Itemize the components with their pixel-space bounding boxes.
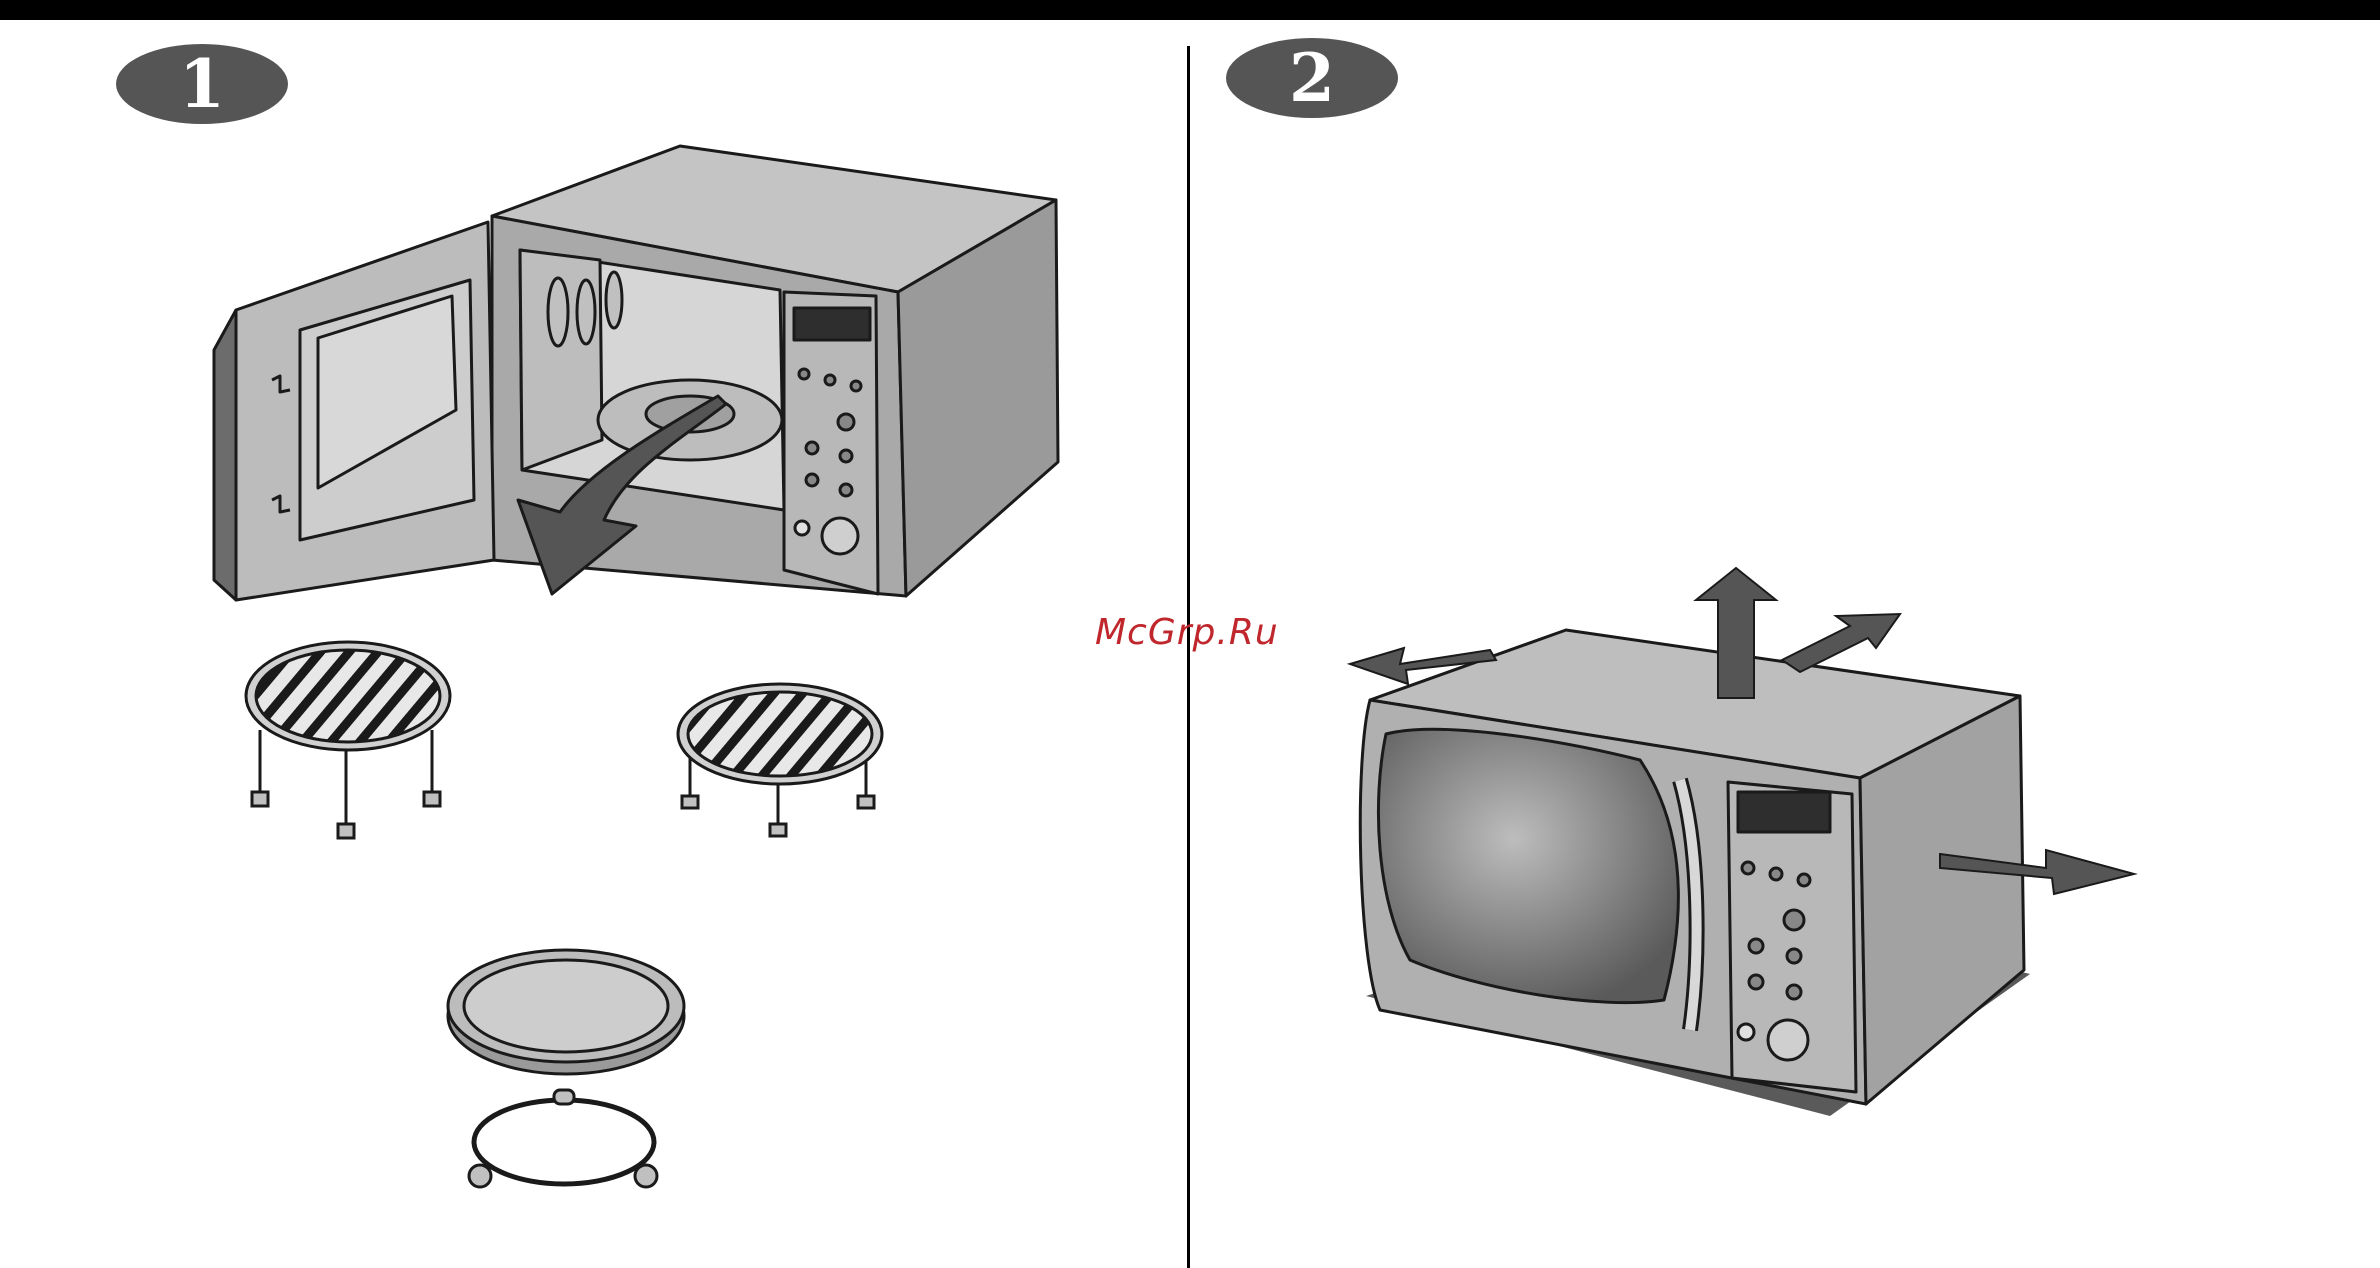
- roller-ring-illustration: [469, 1090, 657, 1187]
- watermark-text: McGrp.Ru: [1095, 612, 1279, 653]
- closed-microwave-illustration: [1360, 630, 2030, 1116]
- glass-tray-illustration: [448, 950, 684, 1074]
- low-rack-illustration: [678, 684, 882, 836]
- rear-clearance-arrow: [1782, 614, 1900, 672]
- high-rack-illustration: [246, 642, 450, 838]
- open-microwave-illustration: [214, 146, 1058, 600]
